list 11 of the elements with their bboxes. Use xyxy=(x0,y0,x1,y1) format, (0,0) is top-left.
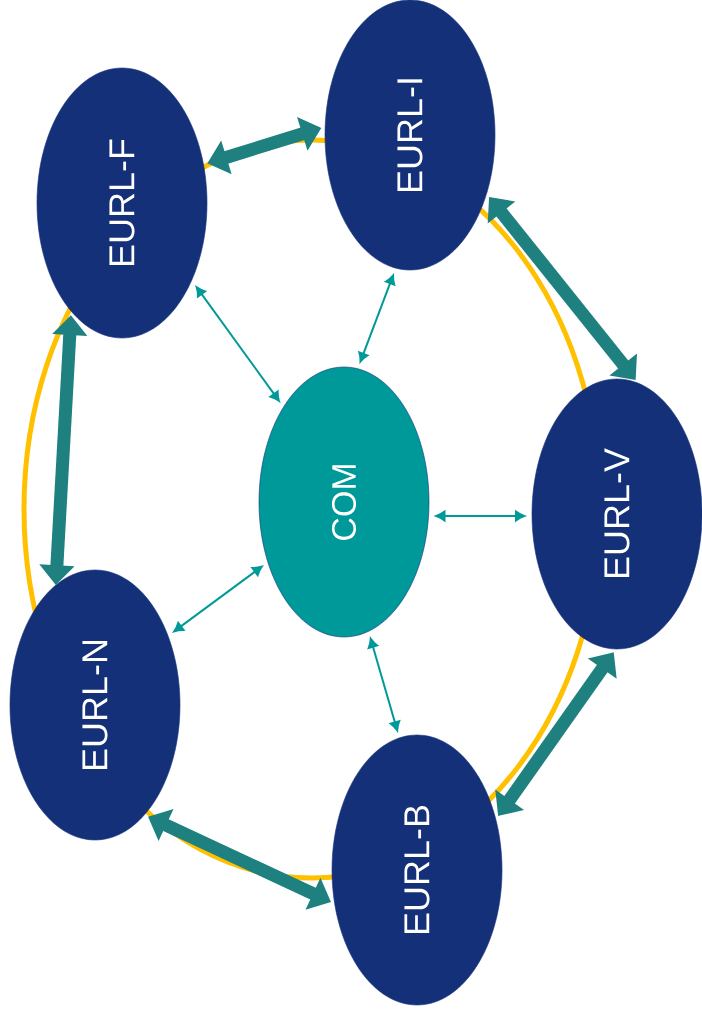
arrow xyxy=(435,510,526,522)
arrow xyxy=(358,274,396,363)
arrow xyxy=(173,565,263,633)
arrow xyxy=(367,637,401,732)
ellipse-node: EURL-F xyxy=(36,67,208,339)
block-arrow xyxy=(495,652,617,816)
ellipse-node: EURL-N xyxy=(9,569,181,841)
ellipse-node: EURL-B xyxy=(331,734,503,1006)
arrow xyxy=(195,286,280,402)
ellipse-node: EURL-V xyxy=(531,378,702,650)
ellipse-node: COM xyxy=(258,366,430,638)
